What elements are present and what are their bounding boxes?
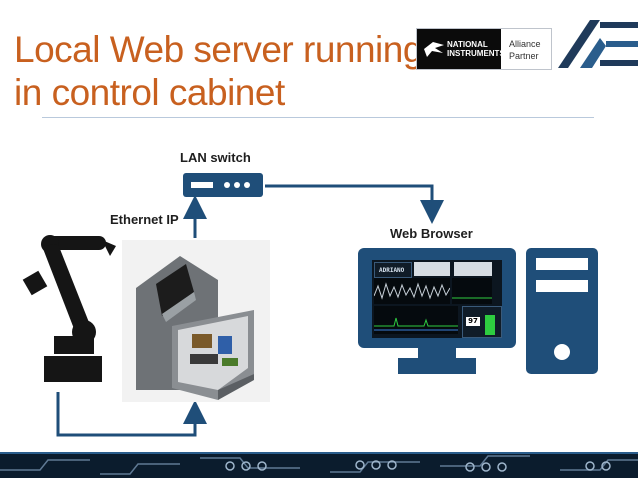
ethernet-ip-label: Ethernet IP <box>110 212 179 227</box>
ni-alliance-line2: Partner <box>509 51 539 61</box>
trend-chart <box>452 278 492 304</box>
ni-name-line1: NATIONAL <box>447 40 488 49</box>
ni-name-line2: INSTRUMENTS <box>447 49 505 58</box>
title-line-2: in control cabinet <box>14 72 285 113</box>
web-browser-label: Web Browser <box>390 226 473 241</box>
control-cabinet-image <box>122 240 270 402</box>
ni-alliance-line1: Alliance <box>509 39 541 49</box>
company-ae-logo <box>558 20 638 68</box>
gauge-panel: 97 <box>462 306 502 338</box>
dashboard-info-box-1 <box>414 262 450 276</box>
lan-switch-label: LAN switch <box>180 150 251 165</box>
web-dashboard-screen: ADRIANO 97 <box>372 260 502 338</box>
gauge-value: 97 <box>466 317 480 326</box>
dashboard-header: ADRIANO <box>374 262 412 278</box>
ni-alliance-partner-logo: NATIONAL INSTRUMENTS Alliance Partner <box>416 28 552 70</box>
lan-switch-icon <box>183 173 263 197</box>
desktop-tower-icon <box>526 248 598 374</box>
arrow-switch-to-browser <box>265 184 444 224</box>
dashboard-info-box-2 <box>454 262 492 276</box>
circuit-pattern <box>0 452 638 475</box>
title-line-1: Local Web server running <box>14 29 423 70</box>
signal-chart <box>374 306 458 334</box>
slide-title: Local Web server running in control cabi… <box>14 28 423 114</box>
ni-eagle-icon <box>424 42 444 57</box>
gauge-bar <box>485 315 495 335</box>
dashboard-brand: ADRIANO <box>379 267 405 274</box>
waveform-chart <box>374 278 450 304</box>
arrow-robot-to-cabinet <box>56 392 207 437</box>
title-divider <box>42 117 594 118</box>
footer-circuit-band <box>0 452 638 478</box>
ni-logo-block: NATIONAL INSTRUMENTS <box>417 29 505 69</box>
robot-arm-icon <box>22 235 116 382</box>
